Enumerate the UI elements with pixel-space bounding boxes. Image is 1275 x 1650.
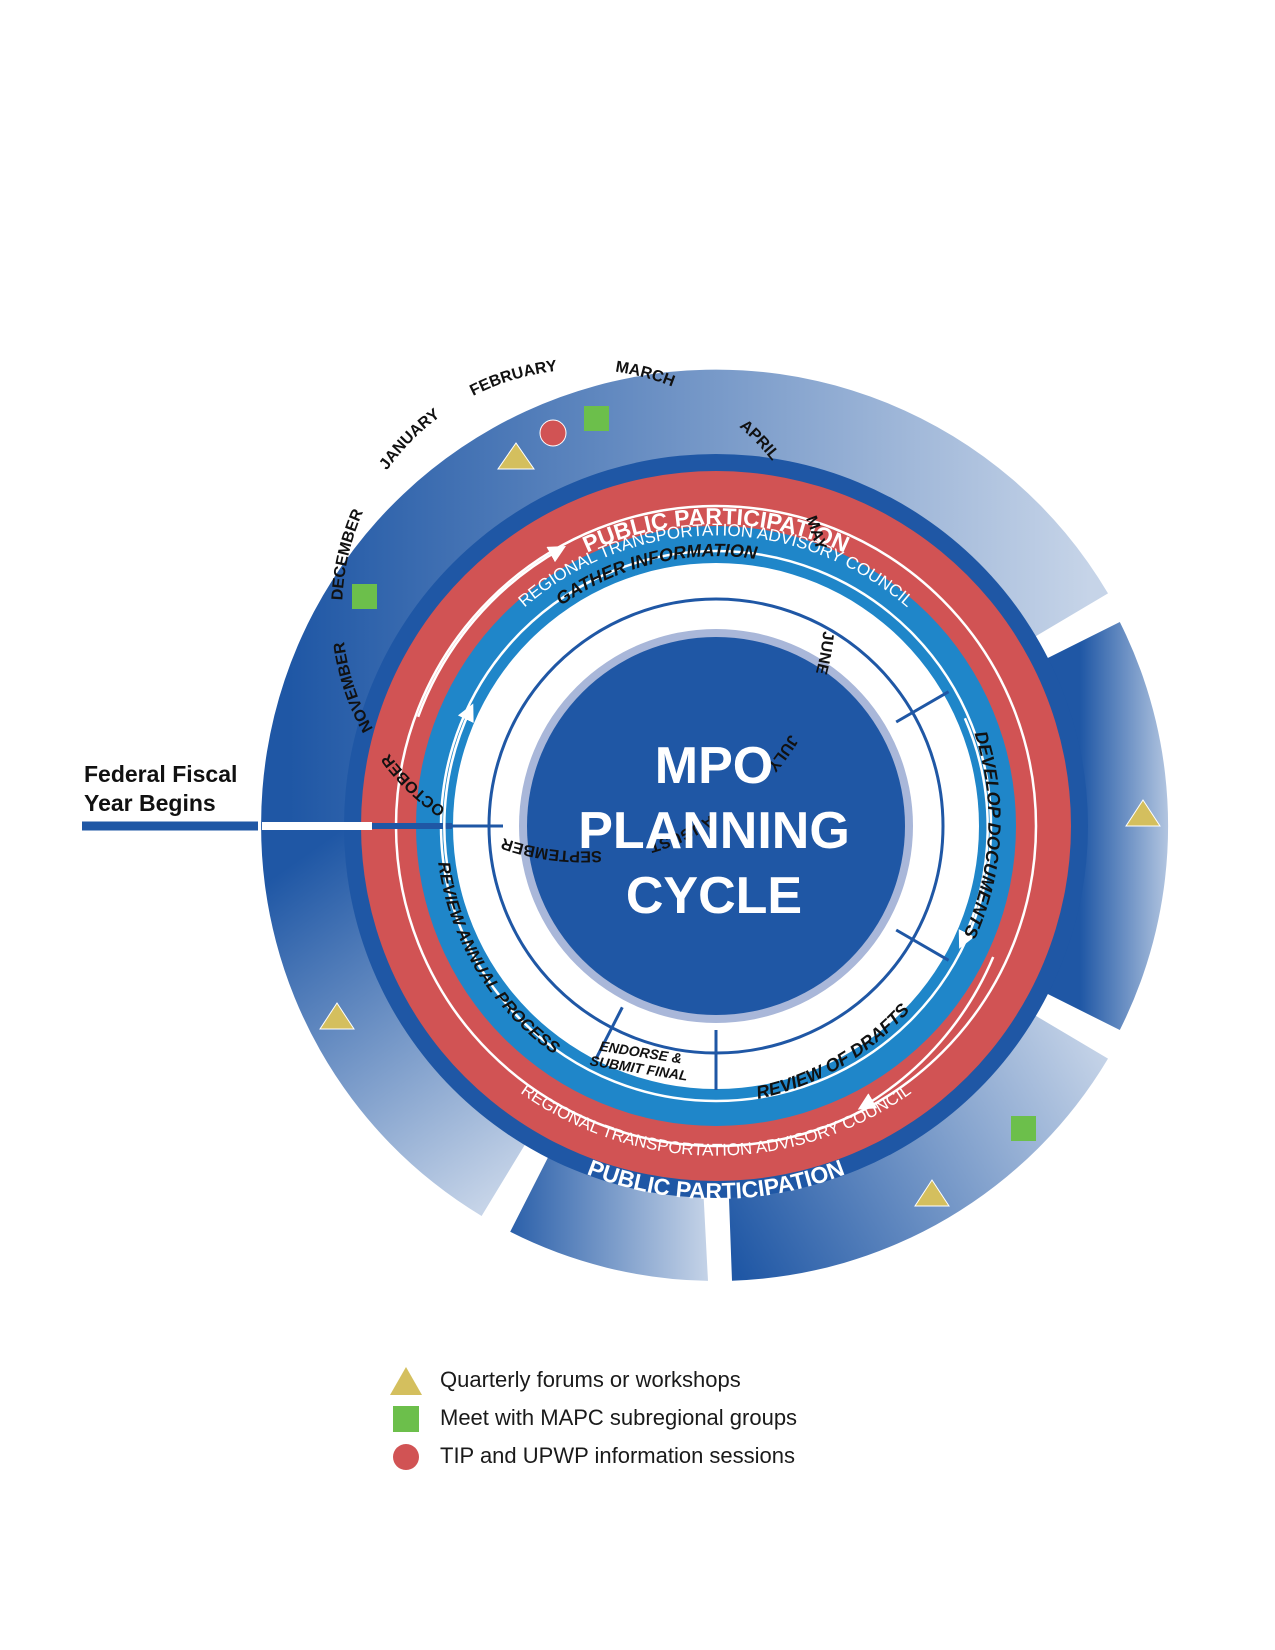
phase-dividers — [452, 690, 950, 1090]
forum-triangle-icon — [319, 1002, 355, 1030]
circle-icon — [393, 1444, 419, 1470]
outer-band-bottom — [510, 1151, 708, 1281]
center-title-line2: PLANNING — [578, 802, 850, 860]
fiscal-year-break — [262, 822, 372, 830]
rt-arrow-left — [443, 703, 474, 881]
subregional-square-icon — [352, 584, 377, 609]
pp-arrow-bottom — [857, 956, 995, 1110]
outer-band-left — [261, 826, 529, 1216]
subregional-square-icon — [584, 406, 609, 431]
legend-label-forums: Quarterly forums or workshops — [440, 1367, 741, 1392]
fiscal-year-label-line2: Year Begins — [84, 790, 216, 816]
info-session-circle-icon — [539, 419, 567, 447]
outer-band-bottom-right — [728, 1012, 1108, 1281]
center-title-line3: CYCLE — [626, 867, 802, 925]
subregional-square-icon — [1011, 1116, 1036, 1141]
square-icon — [393, 1406, 419, 1432]
forum-triangle-icon — [914, 1179, 950, 1207]
forum-triangle-icon — [1125, 799, 1161, 827]
triangle-icon — [390, 1367, 422, 1395]
fiscal-year-label: Federal Fiscal Year Begins — [84, 760, 237, 818]
month-february: FEBRUARY — [467, 358, 558, 400]
legend-label-subregional: Meet with MAPC subregional groups — [440, 1405, 798, 1430]
center-disc — [527, 637, 905, 1015]
fiscal-year-label-line1: Federal Fiscal — [84, 761, 238, 787]
outer-band-top — [261, 369, 1108, 826]
month-january: JANUARY — [376, 406, 443, 474]
legend-label-info-sessions: TIP and UPWP information sessions — [440, 1443, 796, 1468]
pp-arrow-top — [416, 546, 566, 718]
center-title-line1: MPO — [655, 737, 773, 795]
rt-arrow-right — [958, 717, 989, 949]
forum-triangle-icon — [497, 442, 535, 470]
